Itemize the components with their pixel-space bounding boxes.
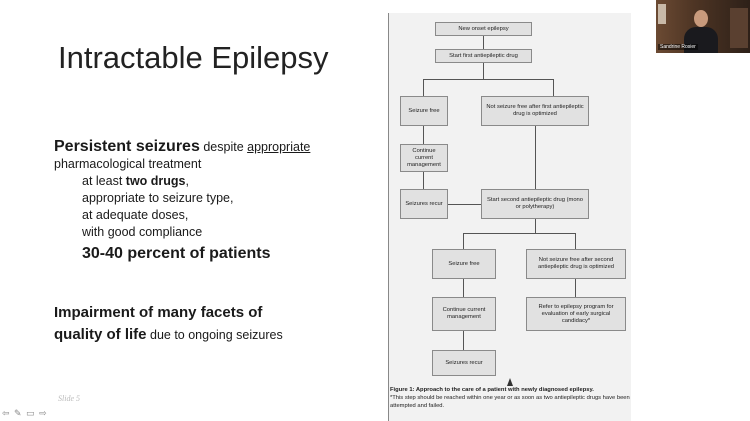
connector (463, 279, 464, 297)
box-start-first-drug: Start first antiepileptic drug (435, 49, 532, 63)
figure-caption: Figure 1: Approach to the care of a pati… (390, 386, 640, 410)
appropriate-text: appropriate (247, 140, 311, 154)
connector (553, 79, 554, 96)
pharmacological-text: pharmacological treatment (54, 157, 202, 171)
box-not-free-first-drug: Not seizure free after first antiepilept… (481, 96, 589, 126)
connector (423, 79, 553, 80)
caption-title: Figure 1: Approach to the care of a pati… (390, 387, 594, 393)
quality-of-life-block: Impairment of many facets of quality of … (54, 302, 283, 346)
connector (463, 233, 464, 249)
persistent-seizures-heading: Persistent seizures (54, 138, 200, 155)
compliance-line: with good compliance (82, 225, 203, 239)
caption-note: *This step should be reached within one … (390, 395, 630, 409)
participant-video-tile[interactable]: Sandrine Rosier (656, 0, 750, 53)
box-continue-1: Continue current management (400, 144, 448, 172)
connector (463, 331, 464, 350)
persistent-seizures-block: Persistent seizures despite appropriate … (54, 138, 310, 262)
connector (575, 279, 576, 297)
connector (535, 219, 536, 233)
connector (463, 233, 576, 234)
slide-nav-toolbar[interactable]: ⇦ ✎ ▭ ⇨ (2, 408, 48, 418)
box-continue-2: Continue current management (432, 297, 496, 331)
participant-head (694, 10, 708, 27)
connector (423, 172, 424, 189)
connector (535, 126, 536, 189)
percent-patients-line: 30-40 percent of patients (82, 245, 271, 262)
seizure-type-line: appropriate to seizure type, (82, 191, 234, 205)
shelf-background (730, 8, 748, 48)
slide-title: Intractable Epilepsy (58, 40, 329, 75)
box-not-free-second-drug: Not seizure free after second antiepilep… (526, 249, 626, 279)
participant-name: Sandrine Rosier (658, 44, 698, 50)
box-refer-epilepsy-program: Refer to epilepsy program for evaluation… (526, 297, 626, 331)
connector (575, 233, 576, 249)
ongoing-seizures-text: due to ongoing seizures (146, 328, 283, 342)
box-start-second-drug: Start second antiepileptic drug (mono or… (481, 189, 589, 219)
connector (483, 63, 484, 79)
connector (423, 126, 424, 144)
connector (423, 79, 424, 96)
slide-number: Slide 5 (58, 394, 80, 403)
connector (483, 36, 484, 49)
flowchart-figure: New onset epilepsy Start first antiepile… (388, 13, 631, 421)
box-new-onset: New onset epilepsy (435, 22, 532, 36)
box-recur-2: Seizures recur (432, 350, 496, 376)
two-drugs-line: at least two drugs, (82, 174, 189, 188)
connector (448, 204, 481, 205)
window-background (658, 4, 666, 24)
box-seizure-free-2: Seizure free (432, 249, 496, 279)
despite-text: despite (199, 140, 248, 154)
mouse-cursor-icon (507, 378, 513, 386)
adequate-doses-line: at adequate doses, (82, 208, 189, 222)
box-seizure-free-1: Seizure free (400, 96, 448, 126)
impairment-heading: Impairment of many facets of (54, 304, 263, 321)
box-recur-1: Seizures recur (400, 189, 448, 219)
quality-of-life-heading: quality of life (54, 326, 147, 343)
